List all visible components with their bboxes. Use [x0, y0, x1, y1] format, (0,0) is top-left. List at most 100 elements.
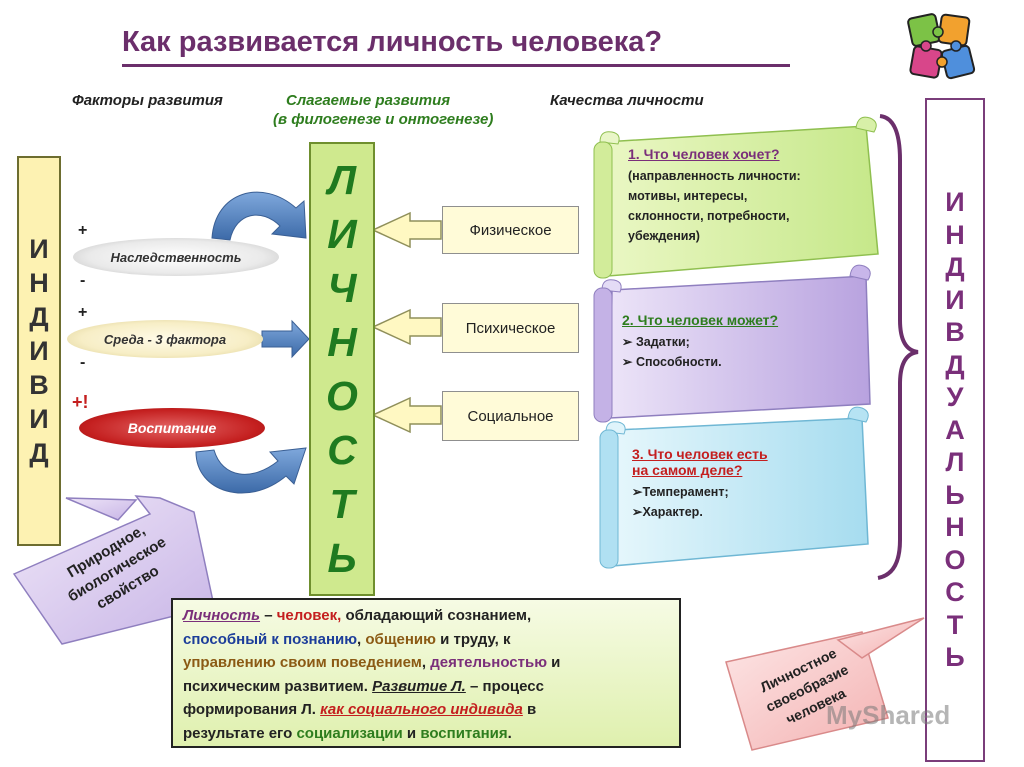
factor-education: Воспитание — [79, 408, 265, 448]
curly-brace-icon — [877, 114, 919, 580]
lichnost-letter: С — [327, 427, 357, 473]
def-term: Личность — [183, 607, 261, 624]
def-text-part: и — [402, 724, 421, 742]
lichnost-letter: И — [327, 211, 357, 257]
individualnost-letter: Ь — [945, 479, 965, 510]
def-text-part: управлению своим поведением — [183, 654, 422, 671]
lichnost-letter: Н — [327, 319, 357, 365]
individualnost-letter: С — [945, 577, 965, 608]
callout-personal — [725, 617, 925, 751]
def-text-part: , — [421, 654, 431, 671]
individualnost-letter: Н — [945, 512, 965, 543]
page-title: Как развивается личность человека? — [122, 26, 663, 58]
lichnost-letter: Ь — [327, 535, 357, 581]
def-text-part: способный к познанию — [183, 630, 358, 648]
quality-line: ➢ Задатки; — [622, 335, 690, 349]
quality-line: убеждения) — [628, 229, 700, 243]
individualnost-letter: Н — [945, 219, 965, 250]
individualnost-letter: А — [945, 414, 965, 445]
definition-box: Личность – человек, обладающий сознанием… — [171, 598, 681, 748]
def-text-part: деятельностью — [430, 654, 548, 671]
quality-question-3a: 3. Что человек есть — [632, 446, 768, 462]
quality-card-3-content: 3. Что человек есть на самом деле? ➢Темп… — [632, 446, 852, 522]
individualnost-letter: И — [945, 284, 965, 315]
individ-letter: Н — [29, 268, 49, 298]
def-text-part: общению — [365, 630, 436, 648]
individualnost-box: И Н Д И В Д У А Л Ь Н О С Т Ь — [925, 98, 985, 762]
sign-education-plus: +! — [72, 392, 89, 412]
def-text-part: и труду, к — [435, 630, 511, 648]
quality-line: ➢Темперамент; — [632, 485, 729, 499]
quality-card-3 — [599, 406, 869, 569]
header-factors: Факторы развития — [72, 92, 223, 109]
sign-environment-plus: + — [78, 304, 88, 321]
individualnost-letter: У — [946, 382, 964, 413]
quality-question-1: 1. Что человек хочет? — [628, 146, 780, 162]
curved-arrow-bottom-icon — [195, 447, 307, 494]
individ-letters: И Н Д И В И Д — [29, 232, 49, 470]
lichnost-letter: Т — [329, 481, 355, 527]
sign-heredity-minus: - — [80, 272, 86, 289]
lichnost-box: Л И Ч Н О С Т Ь — [309, 142, 375, 596]
def-text-part: – — [260, 607, 277, 624]
quality-line: (направленность личности: — [628, 169, 801, 183]
component-physical: Физическое — [442, 206, 579, 254]
quality-question-2: 2. Что человек может? — [622, 312, 779, 328]
def-text-part: формирования Л. — [183, 701, 316, 718]
header-components: Слагаемые развития — [286, 92, 451, 109]
def-text-part: психическим развитием. — [183, 677, 368, 695]
def-text-part: , — [357, 630, 366, 648]
def-text-part: – процесс — [465, 677, 544, 695]
individ-letter: И — [29, 336, 49, 366]
quality-card-1-content: 1. Что человек хочет? (направленность ли… — [628, 146, 858, 246]
arrow-physical-icon — [371, 211, 442, 249]
straight-arrow-env-icon — [261, 319, 310, 359]
lichnost-letter: О — [326, 373, 358, 419]
quality-line: мотивы, интересы, — [628, 189, 748, 203]
def-text-part: и — [547, 654, 561, 671]
individualnost-letter: Д — [945, 349, 965, 380]
def-text-part: человек, — [276, 607, 342, 624]
quality-line: склонности, потребности, — [628, 209, 790, 223]
def-text-part: в — [522, 701, 537, 718]
quality-card-2-content: 2. Что человек может? ➢ Задатки; ➢ Спосо… — [622, 312, 852, 372]
individualnost-letter: О — [944, 544, 966, 575]
quality-card-2 — [593, 264, 871, 423]
curved-arrow-top-icon — [211, 191, 307, 241]
lichnost-letters: Л И Ч Н О С Т Ь — [326, 153, 358, 585]
sign-heredity-plus: + — [78, 222, 88, 239]
factor-environment: Среда - 3 фактора — [67, 320, 263, 358]
def-text-part: результате его — [183, 724, 293, 742]
individ-letter: И — [29, 234, 49, 264]
individ-letter: В — [29, 370, 49, 400]
watermark: MyShared — [826, 700, 951, 730]
def-text-part: обладающий сознанием, — [341, 607, 532, 624]
sign-environment-minus: - — [80, 354, 86, 371]
individ-box: И Н Д И В И Д — [17, 156, 61, 546]
def-text-part: Развитие Л. — [372, 677, 466, 695]
component-psychic: Психическое — [442, 303, 579, 353]
title-underline — [122, 64, 790, 67]
def-text-part: воспитания — [420, 724, 508, 742]
header-qualities: Качества личности — [550, 92, 704, 109]
def-text-part: . — [507, 724, 512, 742]
quality-card-1 — [593, 116, 879, 279]
individualnost-letters: И Н Д И В Д У А Л Ь Н О С Т Ь — [944, 186, 965, 674]
quality-line: ➢Характер. — [632, 505, 703, 519]
individualnost-letter: В — [945, 317, 965, 348]
def-text-part: социализации — [296, 724, 403, 742]
lichnost-letter: Ч — [327, 265, 357, 311]
def-text-part: как социального индивида — [320, 701, 523, 718]
individ-letter: Д — [29, 302, 49, 332]
individ-letter: Д — [29, 438, 49, 468]
individualnost-letter: Ь — [945, 642, 965, 673]
individualnost-letter: И — [945, 187, 965, 218]
callout-natural — [12, 495, 215, 645]
individualnost-letter: Т — [946, 609, 964, 640]
individualnost-letter: Л — [945, 447, 965, 478]
header-components-sub: (в филогенезе и онтогенезе) — [273, 111, 494, 128]
individualnost-letter: Д — [945, 252, 965, 283]
component-social: Социальное — [442, 391, 579, 441]
arrow-psychic-icon — [371, 308, 442, 346]
